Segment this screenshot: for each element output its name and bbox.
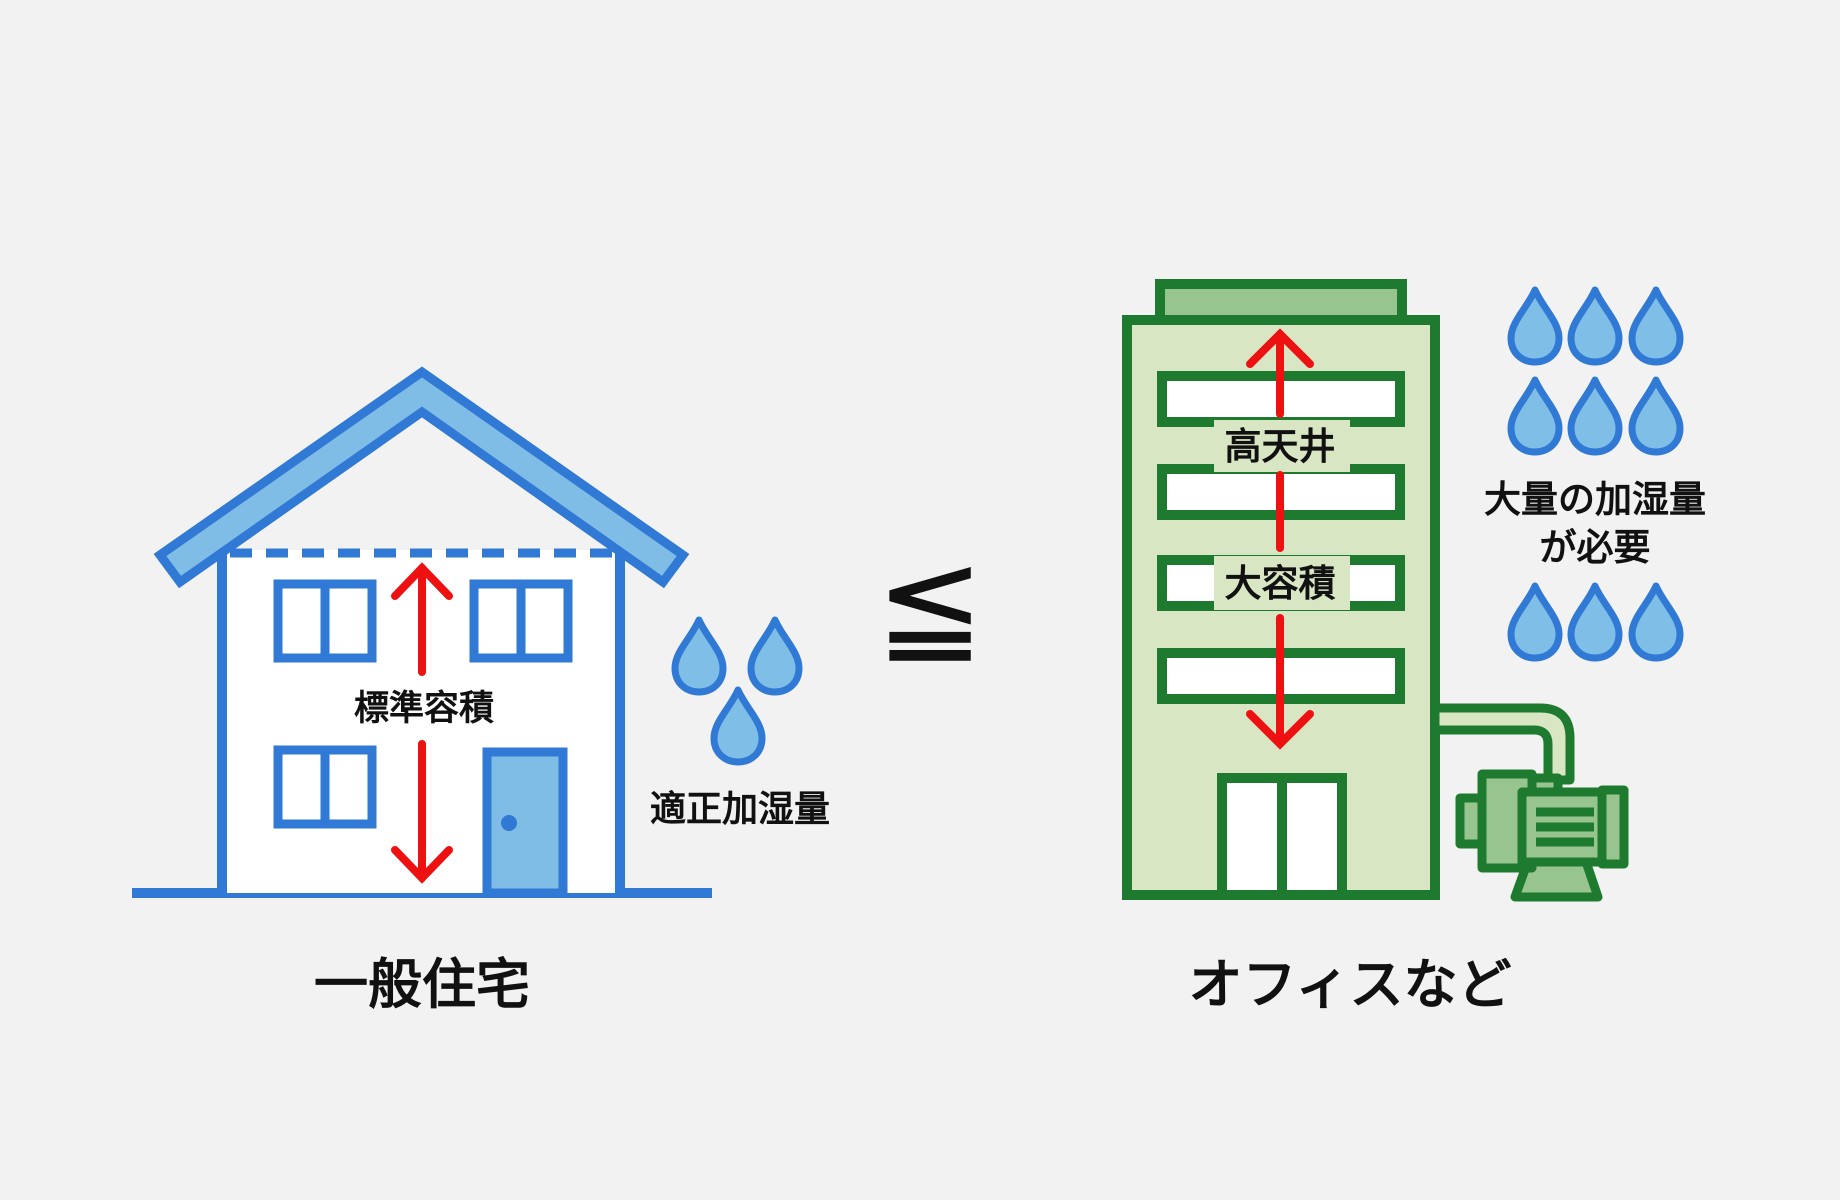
building-door [1217,773,1347,900]
building-roof [1155,279,1407,325]
house-window-top-right [469,579,573,663]
house-illustration: 標準容積 適正加湿量 一般住宅 [132,366,830,1016]
ceiling-label-bg [1214,420,1350,472]
volume-label-bg [1214,556,1350,610]
pump-icon [1455,769,1629,902]
office-humidity-label-line1: 大量の加湿量 [1484,478,1706,521]
office-volume-label: 大容積 [1225,562,1336,605]
water-drop-icon [1628,376,1684,456]
door-knob-icon [501,815,517,831]
house-door [482,747,568,898]
house-window-bottom-left [273,745,377,829]
water-drop-icon [1628,582,1684,662]
water-drop-icon [1507,582,1563,662]
water-drop-icon [1567,582,1623,662]
office-caption: オフィスなど [1189,953,1512,1016]
pump-pipe [1430,703,1575,785]
water-drop-icon [1567,286,1623,366]
water-drop-icon [747,616,803,696]
water-drop-icon [1507,286,1563,366]
house-height-arrow [391,562,453,884]
office-water-drops [1507,286,1684,662]
office-humidity-label-line2: が必要 [1540,526,1651,569]
house-water-drops [671,616,803,766]
water-drop-icon [671,616,727,696]
water-drop-icon [710,686,766,766]
water-drop-icon [1628,286,1684,366]
office-height-arrow [1246,328,1314,750]
office-ceiling-label: 高天井 [1225,425,1336,468]
water-drop-icon [1507,376,1563,456]
relation-symbol: ≦ [876,529,985,681]
house-roof [153,366,690,589]
house-window-top-left [273,579,377,663]
house-humidity-label: 適正加湿量 [650,789,830,830]
office-illustration: 高天井 大容積 大量の加湿量 が必要 [1122,279,1706,1016]
house-volume-label: 標準容積 [354,689,494,729]
water-drop-icon [1567,376,1623,456]
house-caption: 一般住宅 [314,953,530,1016]
